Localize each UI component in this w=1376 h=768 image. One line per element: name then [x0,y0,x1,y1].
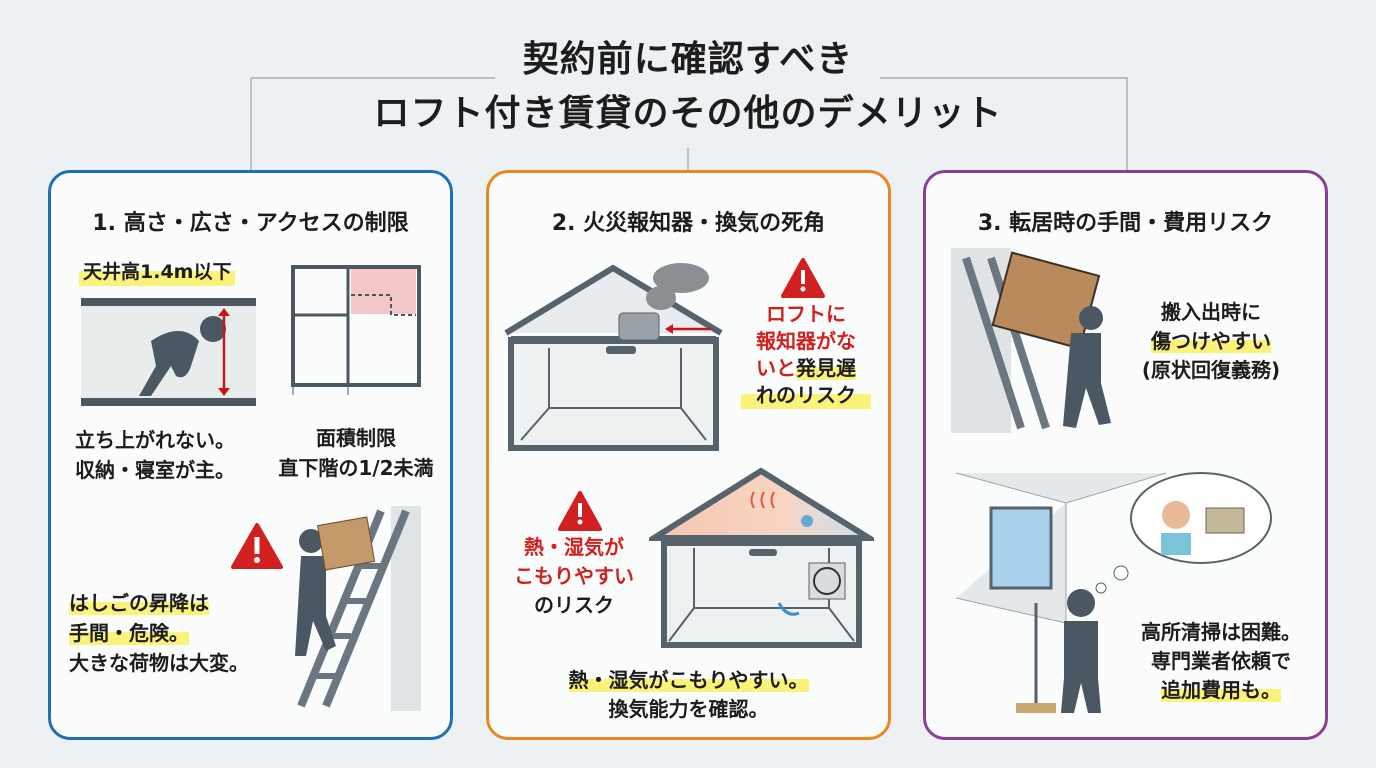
card-heading: 2. 火災報知器・換気の死角 [551,211,826,236]
area-text: 面積制限直下階の1/2未満 [278,426,434,480]
card-fire-ventilation: 2. 火災報知器・換気の死角 ロフトに報知器がな いと発見遅 れのリスク 熱・湿… [486,170,891,740]
connector [1126,77,1128,170]
moving-text: 搬入出時に傷つけやすい(原状回復義務) [1141,300,1281,382]
house-heat-illustration [649,467,874,648]
alarm-text: ロフトに報知器がな いと発見遅 れのリスク [741,301,871,409]
house-toaster-illustration [504,263,723,451]
connector [250,77,495,79]
connector [250,77,252,170]
heat-text: 熱・湿気がこもりやすいのリスク [514,535,634,617]
connector [880,77,1128,79]
bent-person-illustration [81,298,256,406]
ladder-illustration [295,506,421,711]
card-height-access: 1. 高さ・広さ・アクセスの制限 天井高1.4m以下 立ち上がれない。収納・寝室… [48,170,453,740]
ventilation-text: 熱・湿気がこもりやすい。換気能力を確認。 [568,668,809,721]
ladder-text: はしごの昇降は手間・危険。大きな荷物は大変。 [69,591,249,675]
standing-text: 立ち上がれない。収納・寝室が主。 [75,428,235,482]
warning-icon [781,258,825,298]
warning-icon [558,491,602,531]
card-moving-cost: 3. 転居時の手間・費用リスク 搬入出時に傷つけやすい(原状回復義務) 高所清掃… [923,170,1328,740]
title-line-2: ロフト付き賃貸のその他のデメリット [373,93,1003,134]
card-heading: 3. 転居時の手間・費用リスク [977,211,1274,236]
ceiling-label: 天井高1.4m以下 [79,259,236,286]
card-heading: 1. 高さ・広さ・アクセスの制限 [92,211,409,236]
moving-furniture-illustration [951,248,1111,433]
cleaning-illustration [956,472,1272,713]
connector [687,148,689,170]
cleaning-text: 高所清掃は困難。専門業者依頼で追加費用も。 [1141,620,1301,702]
title-line-1: 契約前に確認すべき [522,39,854,80]
warning-icon [231,523,283,569]
floor-plan-illustration [291,265,421,395]
